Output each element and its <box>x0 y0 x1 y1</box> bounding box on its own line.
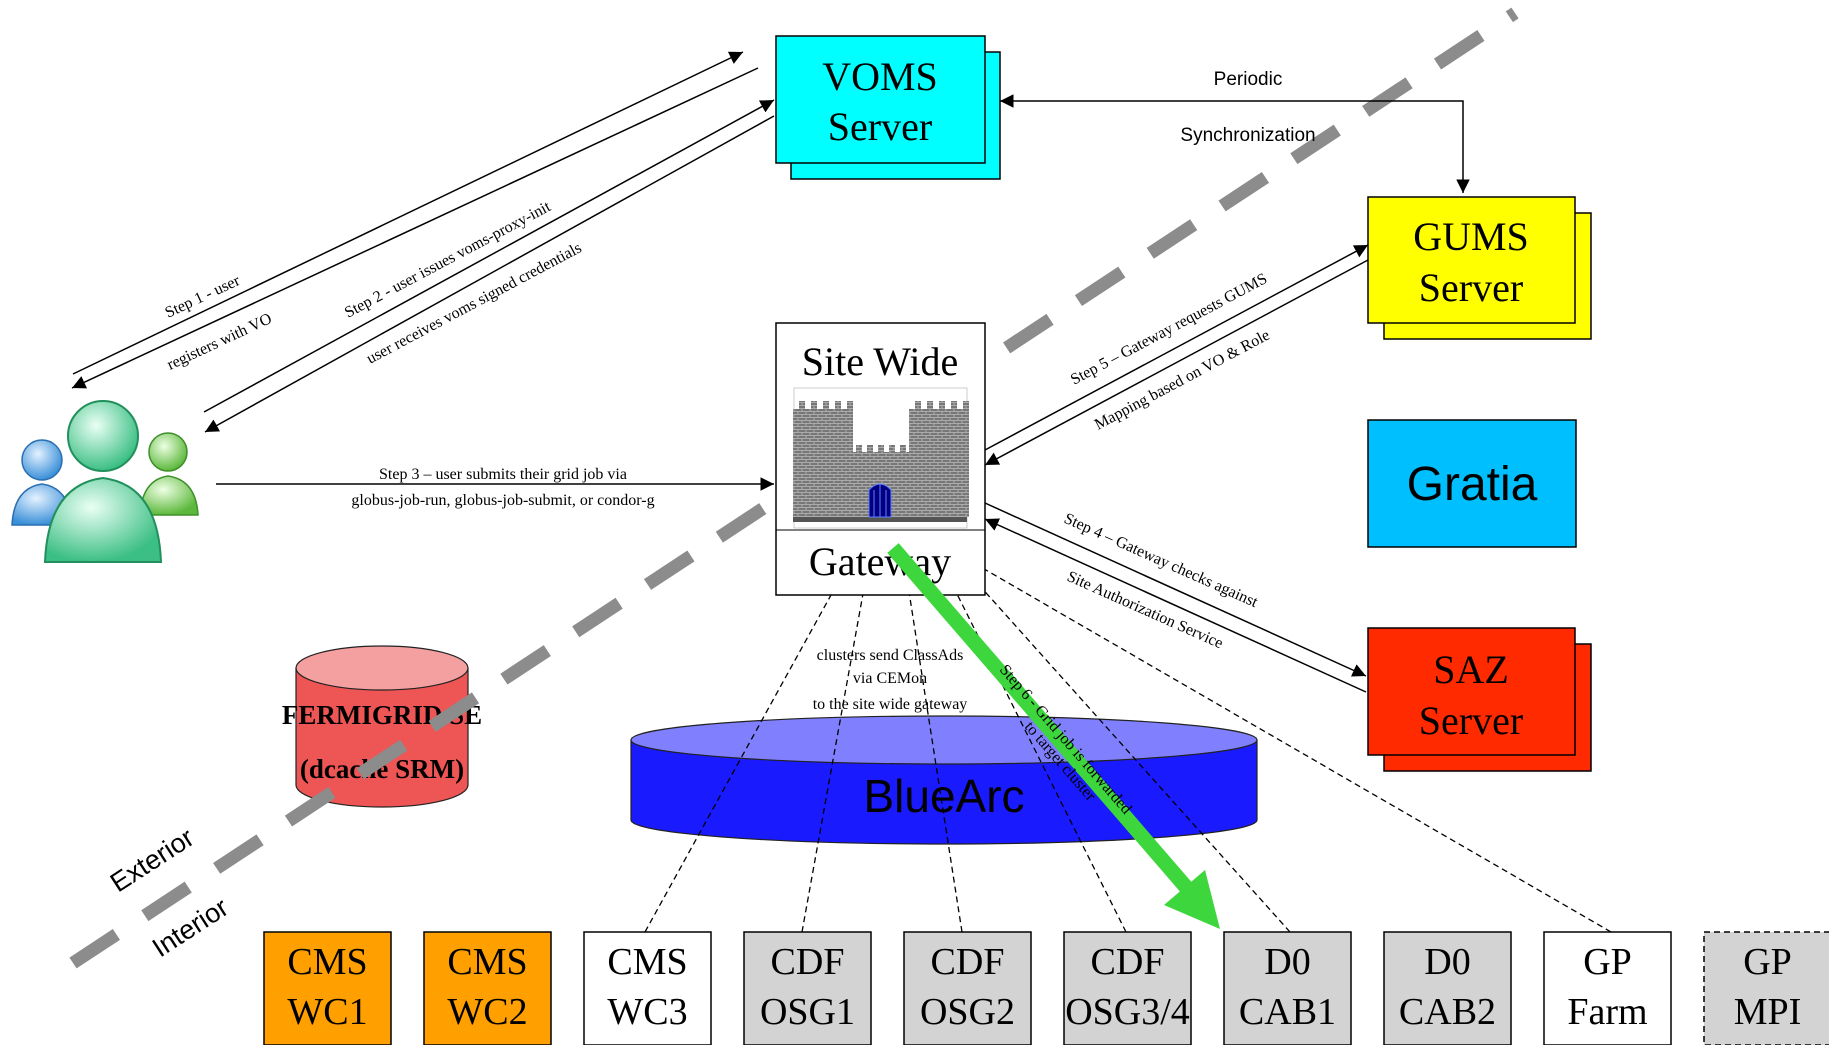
classad-lines <box>644 565 1612 933</box>
cluster-label-line1: CMS <box>447 941 527 983</box>
cluster-label-line2: OSG2 <box>920 991 1015 1033</box>
gateway-top-label: Site Wide <box>802 339 959 384</box>
gateway-bottom-label: Gateway <box>809 539 951 584</box>
gratia-server[interactable]: Gratia <box>1367 419 1577 548</box>
classads-label-1: clusters send ClassAds <box>817 647 964 664</box>
gums-server-label-2: Server <box>1419 265 1523 310</box>
step4-arrow-up <box>984 518 1367 693</box>
cluster-label-line2: MPI <box>1734 991 1802 1033</box>
fermigrid-se-cylinder: FERMIGRID SE (dcache SRM) <box>282 645 482 808</box>
bluearc-cylinder: BlueArc <box>630 715 1258 845</box>
gratia-label: Gratia <box>1407 458 1538 511</box>
cluster-label-line1: CDF <box>1091 941 1165 983</box>
cluster-label-line1: D0 <box>1424 941 1470 983</box>
voms-server-label-1: VOMS <box>822 54 938 99</box>
sync-label-a: Periodic <box>1214 69 1283 90</box>
step5-label-b: Mapping based on VO & Role <box>1092 327 1273 434</box>
saz-server-label-1: SAZ <box>1433 647 1509 692</box>
cluster-cms-wc1[interactable]: CMS WC1 <box>263 931 392 1045</box>
cluster-label-line1: D0 <box>1264 941 1310 983</box>
cluster-cms-wc3[interactable]: CMS WC3 <box>583 931 712 1045</box>
step3-label-b: globus-job-run, globus-job-submit, or co… <box>351 492 654 509</box>
cluster-label-line1: CDF <box>771 941 845 983</box>
step3-label-a: Step 3 – user submits their grid job via <box>379 466 627 483</box>
step1-arrow-down <box>71 67 759 389</box>
cluster-gp-mpi[interactable]: GP MPI <box>1703 931 1829 1045</box>
step4-label-a: Step 4 – Gateway checks against <box>1061 510 1260 611</box>
step2-label-b: user receives voms signed credentials <box>364 239 585 367</box>
cluster-label-line2: OSG3/4 <box>1065 991 1190 1033</box>
step-labels: Step 1 - user registers with VO Step 2 -… <box>163 69 1316 713</box>
voms-server[interactable]: VOMS Server <box>775 35 1001 180</box>
cluster-gp-farm[interactable]: GP Farm <box>1543 931 1672 1045</box>
voms-server-label-2: Server <box>828 104 932 149</box>
step2-arrow-up <box>203 99 775 413</box>
bluearc-label: BlueArc <box>863 770 1024 822</box>
cluster-label-line2: CAB2 <box>1399 991 1496 1033</box>
cluster-row: CMS WC1 CMS WC2 CMS WC3 CDF OSG1 CDF OSG2 CDF OSG3/… <box>263 931 1829 1045</box>
saz-server[interactable]: SAZ Server <box>1367 627 1592 772</box>
step-arrows <box>71 51 1470 693</box>
cluster-label-line2: Farm <box>1567 991 1647 1033</box>
step1-arrow-up <box>72 51 744 375</box>
cluster-cdf-osg3-4[interactable]: CDF OSG3/4 <box>1063 931 1192 1045</box>
cluster-label-line1: CDF <box>931 941 1005 983</box>
cluster-label-line1: CMS <box>607 941 687 983</box>
step6-arrow <box>887 543 1220 929</box>
cluster-cdf-osg1[interactable]: CDF OSG1 <box>743 931 872 1045</box>
castle-icon <box>793 387 969 529</box>
cluster-label-line2: WC3 <box>607 991 687 1033</box>
cluster-label-line1: CMS <box>287 941 367 983</box>
classads-label-3: to the site wide gateway <box>813 696 968 713</box>
cluster-label-line2: WC2 <box>447 991 527 1033</box>
gums-server[interactable]: GUMS Server <box>1367 196 1592 340</box>
cluster-label-line1: GP <box>1743 941 1792 983</box>
cluster-cms-wc2[interactable]: CMS WC2 <box>423 931 552 1045</box>
gums-server-label-1: GUMS <box>1413 214 1529 259</box>
sync-label-b: Synchronization <box>1180 125 1315 146</box>
users-icon[interactable] <box>11 400 199 563</box>
cluster-label-line1: GP <box>1583 941 1632 983</box>
saz-server-label-2: Server <box>1419 698 1523 743</box>
classads-label-2: via CEMon <box>853 670 927 687</box>
step2-label-a: Step 2 - user issues voms-proxy-init <box>342 198 554 322</box>
step4-arrow-down <box>984 502 1367 677</box>
cluster-cdf-osg2[interactable]: CDF OSG2 <box>903 931 1032 1045</box>
step5-arrow-down <box>984 259 1369 466</box>
sync-arrow <box>1000 94 1470 193</box>
cluster-label-line2: WC1 <box>287 991 367 1033</box>
cluster-label-line2: OSG1 <box>760 991 855 1033</box>
site-wide-gateway[interactable]: Site Wide Gateway <box>775 322 986 596</box>
cluster-label-line2: CAB1 <box>1239 991 1336 1033</box>
step5-arrow-up <box>984 244 1369 451</box>
step2-arrow-down <box>204 115 775 433</box>
